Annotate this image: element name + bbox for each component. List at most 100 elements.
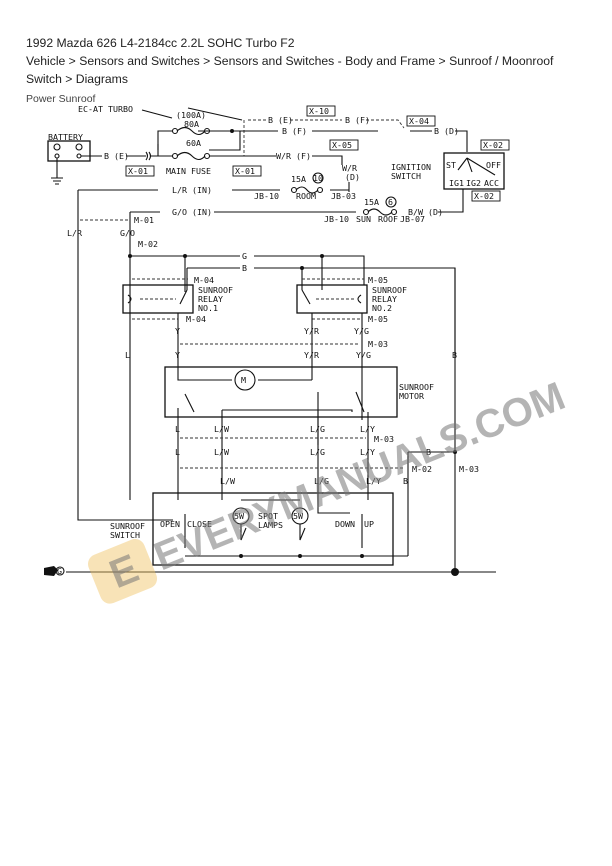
svg-text:Y/R: Y/R [304, 326, 319, 336]
svg-text:15A: 15A [291, 174, 306, 184]
svg-text:JB-10: JB-10 [254, 191, 279, 201]
diagram-subtitle: Power Sunroof [26, 93, 96, 105]
svg-text:G/O (IN): G/O (IN) [172, 207, 212, 217]
svg-text:X-01: X-01 [128, 166, 148, 176]
svg-text:IGNITION: IGNITION [391, 162, 431, 172]
svg-text:JB-03: JB-03 [331, 191, 356, 201]
svg-text:B (E): B (E) [268, 115, 293, 125]
svg-text:L/Y: L/Y [360, 447, 375, 457]
svg-text:B (F): B (F) [282, 126, 307, 136]
svg-text:NO.1: NO.1 [198, 303, 218, 313]
sunroof-relay-1 [122, 284, 194, 314]
svg-text:L: L [175, 447, 180, 457]
svg-text:M-04: M-04 [194, 275, 214, 285]
sunroof-relay-2 [296, 284, 368, 314]
sunroof-motor [164, 366, 398, 418]
svg-text:M-02: M-02 [412, 464, 432, 474]
svg-text:L: L [125, 350, 130, 360]
svg-text:L/G: L/G [310, 447, 325, 457]
svg-text:W/R (F): W/R (F) [276, 151, 311, 161]
breadcrumb[interactable]: Vehicle > Sensors and Switches > Sensors… [26, 54, 554, 86]
svg-text:OFF: OFF [486, 160, 501, 170]
svg-text:X-04: X-04 [409, 116, 429, 126]
svg-text:L: L [175, 424, 180, 434]
svg-text:M-03: M-03 [374, 434, 394, 444]
svg-text:G/O: G/O [120, 228, 135, 238]
svg-text:B (D): B (D) [434, 126, 459, 136]
svg-text:ROOF: ROOF [378, 214, 398, 224]
svg-text:M-03: M-03 [459, 464, 479, 474]
fuse-80a-label: 80A [184, 119, 199, 129]
svg-text:RELAY: RELAY [372, 294, 397, 304]
chassis-ground-icon [44, 566, 58, 576]
svg-text:15A: 15A [364, 197, 379, 207]
svg-text:L/W: L/W [214, 424, 229, 434]
svg-text:JB-07: JB-07 [400, 214, 425, 224]
svg-text:Y: Y [175, 326, 180, 336]
svg-text:Y/G: Y/G [354, 326, 369, 336]
svg-text:M-01: M-01 [134, 215, 154, 225]
svg-text:B/W (D): B/W (D) [408, 207, 443, 217]
page-title: 1992 Mazda 626 L4-2184cc 2.2L SOHC Turbo… [26, 36, 295, 50]
svg-text:X-02: X-02 [483, 140, 503, 150]
svg-text:SWITCH: SWITCH [391, 171, 421, 181]
svg-text:CLOSE: CLOSE [187, 519, 212, 529]
svg-text:M-05: M-05 [368, 314, 388, 324]
svg-text:JB-10: JB-10 [324, 214, 349, 224]
svg-text:(D): (D) [345, 172, 360, 182]
svg-text:L/R (IN): L/R (IN) [172, 185, 212, 195]
svg-text:B: B [426, 447, 431, 457]
svg-text:L/Y: L/Y [366, 476, 381, 486]
svg-text:G: G [242, 251, 247, 261]
svg-text:L/Y: L/Y [360, 424, 375, 434]
svg-text:SUNROOF: SUNROOF [399, 382, 434, 392]
svg-text:ST: ST [446, 160, 456, 170]
svg-text:RELAY: RELAY [198, 294, 223, 304]
svg-text:6: 6 [388, 197, 393, 207]
motor-icon [234, 369, 256, 391]
svg-text:X-01: X-01 [235, 166, 255, 176]
ec-at-turbo-label: EC-AT TURBO [78, 104, 133, 114]
svg-text:L/G: L/G [314, 476, 329, 486]
svg-text:X-05: X-05 [332, 140, 352, 150]
svg-text:5W: 5W [293, 511, 303, 521]
svg-text:UP: UP [364, 519, 374, 529]
svg-text:X-02: X-02 [474, 191, 494, 201]
svg-text:SUNROOF: SUNROOF [198, 285, 233, 295]
svg-text:X-10: X-10 [309, 106, 329, 116]
ground-icon [51, 158, 63, 185]
svg-text:Y: Y [175, 350, 180, 360]
svg-text:W/R: W/R [342, 163, 357, 173]
svg-text:G: G [57, 566, 62, 576]
fuse-100a-label: (100A) [176, 110, 206, 120]
svg-text:IG2: IG2 [466, 178, 481, 188]
battery-label: BATTERY [48, 132, 83, 142]
ignition-switch [443, 152, 505, 190]
svg-text:M-02: M-02 [138, 239, 158, 249]
svg-text:M: M [241, 375, 246, 385]
battery-icon [47, 140, 91, 162]
watermark: E EVERYMANUALS.COM [87, 374, 571, 604]
svg-text:SUNROOF: SUNROOF [372, 285, 407, 295]
svg-text:M-04: M-04 [186, 314, 206, 324]
svg-text:MAIN FUSE: MAIN FUSE [166, 166, 211, 176]
svg-text:SPOT: SPOT [258, 511, 278, 521]
svg-text:ROOM: ROOM [296, 191, 316, 201]
svg-text:L/W: L/W [220, 476, 235, 486]
svg-text:10: 10 [313, 173, 323, 183]
svg-text:L/W: L/W [214, 447, 229, 457]
svg-text:NO.2: NO.2 [372, 303, 392, 313]
svg-text:EVERYMANUALS.COM: EVERYMANUALS.COM [148, 374, 571, 579]
svg-text:60A: 60A [186, 138, 201, 148]
svg-text:5W: 5W [234, 511, 244, 521]
svg-text:MOTOR: MOTOR [399, 391, 424, 401]
svg-text:M-05: M-05 [368, 275, 388, 285]
svg-text:B: B [242, 263, 247, 273]
svg-text:M-03: M-03 [368, 339, 388, 349]
svg-text:OPEN: OPEN [160, 519, 180, 529]
sunroof-switch [152, 492, 394, 566]
svg-text:DOWN: DOWN [335, 519, 355, 529]
svg-text:ACC: ACC [484, 178, 499, 188]
svg-text:L/R: L/R [67, 228, 82, 238]
